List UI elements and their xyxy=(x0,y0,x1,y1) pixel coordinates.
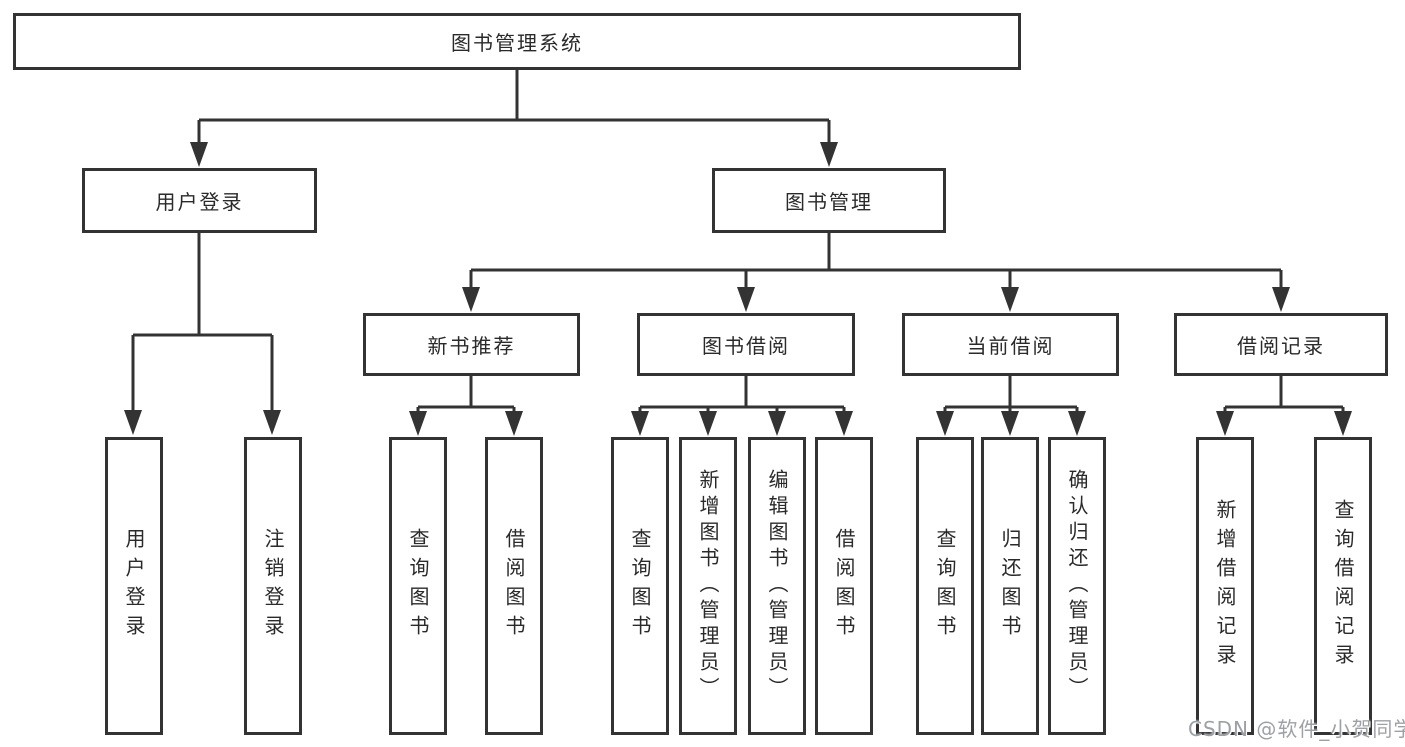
arrowheads xyxy=(124,142,1352,436)
node-label: 用户登录 xyxy=(155,190,244,214)
node-label: 查询图书 xyxy=(628,528,652,644)
node-borrow-records: 借阅记录 xyxy=(1174,313,1388,376)
node-label: 查询借阅记录 xyxy=(1331,499,1355,673)
node-label: 新增图书（管理员） xyxy=(696,469,720,703)
leaf-return-book: 归还图书 xyxy=(981,437,1039,735)
leaf-borrow-books-recommend: 借阅图书 xyxy=(485,437,543,735)
leaf-add-book-admin: 新增图书（管理员） xyxy=(679,437,737,735)
leaf-logout: 注销登录 xyxy=(244,437,302,735)
node-user-login: 用户登录 xyxy=(82,168,317,233)
node-label: 图书管理 xyxy=(785,190,873,214)
connector-strokes xyxy=(131,70,1345,412)
node-label: 当前借阅 xyxy=(966,334,1055,358)
node-label: 图书借阅 xyxy=(702,334,790,358)
node-label: 归还图书 xyxy=(998,528,1022,644)
leaf-user-login: 用户登录 xyxy=(105,437,163,735)
node-label: 查询图书 xyxy=(406,528,430,644)
node-label: 借阅图书 xyxy=(502,528,526,644)
watermark: CSDN @软件_小贺同学 xyxy=(1188,717,1405,741)
node-book-borrow: 图书借阅 xyxy=(637,313,855,376)
node-label: 借阅记录 xyxy=(1237,334,1325,358)
leaf-add-borrow-record: 新增借阅记录 xyxy=(1196,437,1254,735)
node-label: 编辑图书（管理员） xyxy=(765,469,789,703)
leaf-query-books-borrow: 查询图书 xyxy=(611,437,669,735)
node-label: 注销登录 xyxy=(261,528,285,644)
node-new-book-recommend: 新书推荐 xyxy=(363,313,580,376)
node-current-borrow: 当前借阅 xyxy=(902,313,1119,376)
node-label: 查询图书 xyxy=(933,528,957,644)
leaf-edit-book-admin: 编辑图书（管理员） xyxy=(748,437,806,735)
node-label: 图书管理系统 xyxy=(451,31,583,55)
node-label: 借阅图书 xyxy=(832,528,856,644)
node-label: 新书推荐 xyxy=(427,334,516,358)
leaf-query-books-current: 查询图书 xyxy=(916,437,974,735)
node-label: 确认归还（管理员） xyxy=(1065,469,1089,703)
leaf-query-borrow-record: 查询借阅记录 xyxy=(1314,437,1372,735)
leaf-query-books-recommend: 查询图书 xyxy=(389,437,447,735)
node-book-management: 图书管理 xyxy=(712,168,946,233)
leaf-confirm-return-admin: 确认归还（管理员） xyxy=(1048,437,1106,735)
leaf-borrow-books: 借阅图书 xyxy=(815,437,873,735)
node-label: 用户登录 xyxy=(122,528,146,644)
node-root-library-management-system: 图书管理系统 xyxy=(13,13,1021,70)
node-label: 新增借阅记录 xyxy=(1213,499,1237,673)
